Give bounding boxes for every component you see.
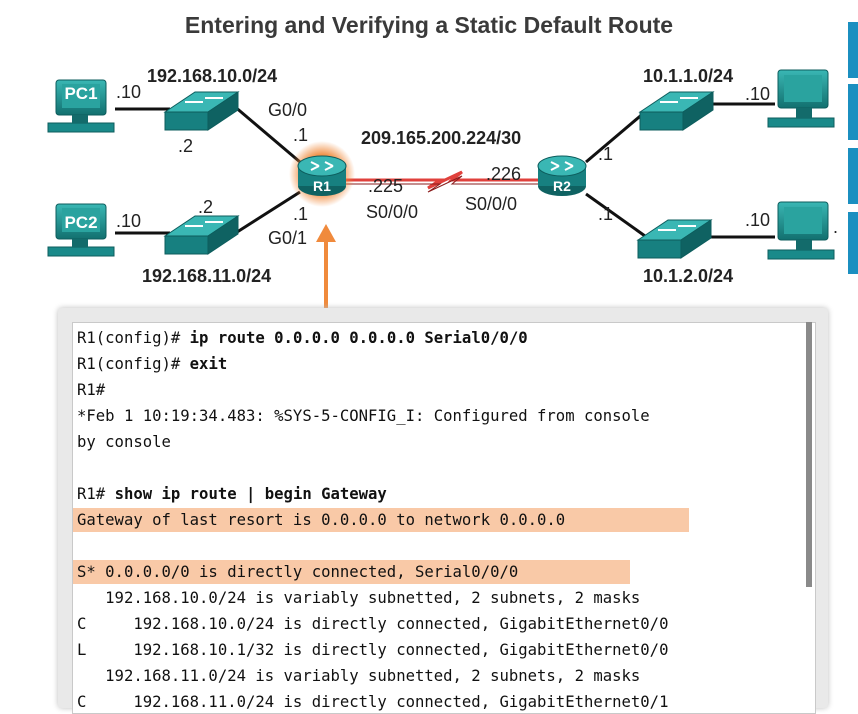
topology-diagram: PC1 .10 PC2 .10 <box>47 66 838 310</box>
console-line: 192.168.11.0/24 is variably subnetted, 2… <box>77 663 640 689</box>
router-r1-icon[interactable]: R1 <box>289 141 355 207</box>
r1-g00-label: G0/0 <box>268 100 307 120</box>
console-line: S* 0.0.0.0/0 is directly connected, Seri… <box>77 559 518 585</box>
pc2-address: .10 <box>116 211 141 231</box>
side-tab-4[interactable] <box>848 212 858 274</box>
console-line: by console <box>77 429 171 455</box>
host-right-bottom-address: .10 <box>745 210 770 230</box>
net-right-top-label: 10.1.1.0/24 <box>643 66 733 86</box>
net-right-bottom-label: 10.1.2.0/24 <box>643 266 733 286</box>
console-highlight <box>73 508 689 532</box>
r2-label: R2 <box>553 178 571 194</box>
pointer-arrow <box>316 224 336 310</box>
r1-g01-address: .1 <box>293 204 308 224</box>
host-right-top-address: .10 <box>745 84 770 104</box>
pc2-icon[interactable]: PC2 <box>47 203 115 257</box>
links <box>115 102 775 239</box>
console-line: R1(config)# exit <box>77 351 227 377</box>
host-right-bottom-icon[interactable] <box>767 201 835 260</box>
console-line-text: R1(config)# <box>77 355 190 373</box>
switch4-icon[interactable] <box>636 219 713 259</box>
console-command: show ip route | begin Gateway <box>114 485 387 503</box>
page-title: Entering and Verifying a Static Default … <box>184 12 674 38</box>
console-line: L 192.168.10.1/32 is directly connected,… <box>77 637 668 663</box>
console-line: Gateway of last resort is 0.0.0.0 to net… <box>77 507 565 533</box>
console-line: R1# <box>77 377 105 403</box>
r1-g01-label: G0/1 <box>268 228 307 248</box>
pc1-address: .10 <box>116 82 141 102</box>
r2-s000-address: .226 <box>486 164 521 184</box>
net-wan-label: 209.165.200.224/30 <box>361 128 521 148</box>
sw1-address: .2 <box>178 136 193 156</box>
console-line-text: *Feb 1 10:19:34.483: %SYS-5-CONFIG_I: Co… <box>77 407 650 425</box>
console-line-text: 192.168.11.0/24 is variably subnetted, 2… <box>77 667 641 685</box>
side-tab-3[interactable] <box>848 148 858 204</box>
console-line-text: C 192.168.10.0/24 is directly connected,… <box>77 615 669 633</box>
r1-g00-address: .1 <box>293 125 308 145</box>
console-line-text: R1(config)# <box>77 329 190 347</box>
console-command: ip route 0.0.0.0 0.0.0.0 Serial0/0/0 <box>189 329 528 347</box>
switch3-icon[interactable] <box>638 91 715 131</box>
console-line: 192.168.10.0/24 is variably subnetted, 2… <box>77 585 640 611</box>
side-tab-2[interactable] <box>848 84 858 140</box>
console-line: R1# show ip route | begin Gateway <box>77 481 387 507</box>
net-left-top-label: 192.168.10.0/24 <box>147 66 277 86</box>
console-line-text: C 192.168.11.0/24 is directly connected,… <box>77 693 669 711</box>
host-right-bottom-dot: . <box>833 217 838 237</box>
switch1-icon[interactable] <box>163 91 240 131</box>
console-output[interactable]: R1(config)# ip route 0.0.0.0 0.0.0.0 Ser… <box>72 322 816 714</box>
r1-label: R1 <box>313 178 331 194</box>
pc1-label: PC1 <box>64 84 97 103</box>
console-line-text: L 192.168.10.1/32 is directly connected,… <box>77 641 669 659</box>
console-line: *Feb 1 10:19:34.483: %SYS-5-CONFIG_I: Co… <box>77 403 650 429</box>
r1-s000-address: .225 <box>368 176 403 196</box>
host-right-top-icon[interactable] <box>767 69 835 128</box>
r1-s000-label: S0/0/0 <box>366 202 418 222</box>
console-line-text: R1# <box>77 381 106 399</box>
console-scrollbar[interactable] <box>806 322 812 587</box>
net-left-bottom-label: 192.168.11.0/24 <box>142 266 271 286</box>
console-line-text: R1# <box>77 485 115 503</box>
switch2-icon[interactable] <box>163 215 240 255</box>
console-line-text: Gateway of last resort is 0.0.0.0 to net… <box>77 511 566 529</box>
r2-top-address: .1 <box>598 144 613 164</box>
r2-bottom-address: .1 <box>598 204 613 224</box>
pc1-icon[interactable]: PC1 <box>47 79 115 133</box>
r2-s000-label: S0/0/0 <box>465 194 517 214</box>
console-line-text: by console <box>77 433 171 451</box>
serial-link <box>345 170 538 190</box>
console-line-text: S* 0.0.0.0/0 is directly connected, Seri… <box>77 563 519 581</box>
pc2-label: PC2 <box>64 213 97 232</box>
console-line: R1(config)# ip route 0.0.0.0 0.0.0.0 Ser… <box>77 325 528 351</box>
sw2-address: .2 <box>198 197 213 217</box>
console-line: C 192.168.10.0/24 is directly connected,… <box>77 611 668 637</box>
console-line-text: 192.168.10.0/24 is variably subnetted, 2… <box>77 589 641 607</box>
router-r2-icon[interactable]: R2 <box>537 155 587 196</box>
console-command: exit <box>189 355 228 373</box>
side-tab-1[interactable] <box>848 22 858 78</box>
console-highlight <box>73 560 630 584</box>
